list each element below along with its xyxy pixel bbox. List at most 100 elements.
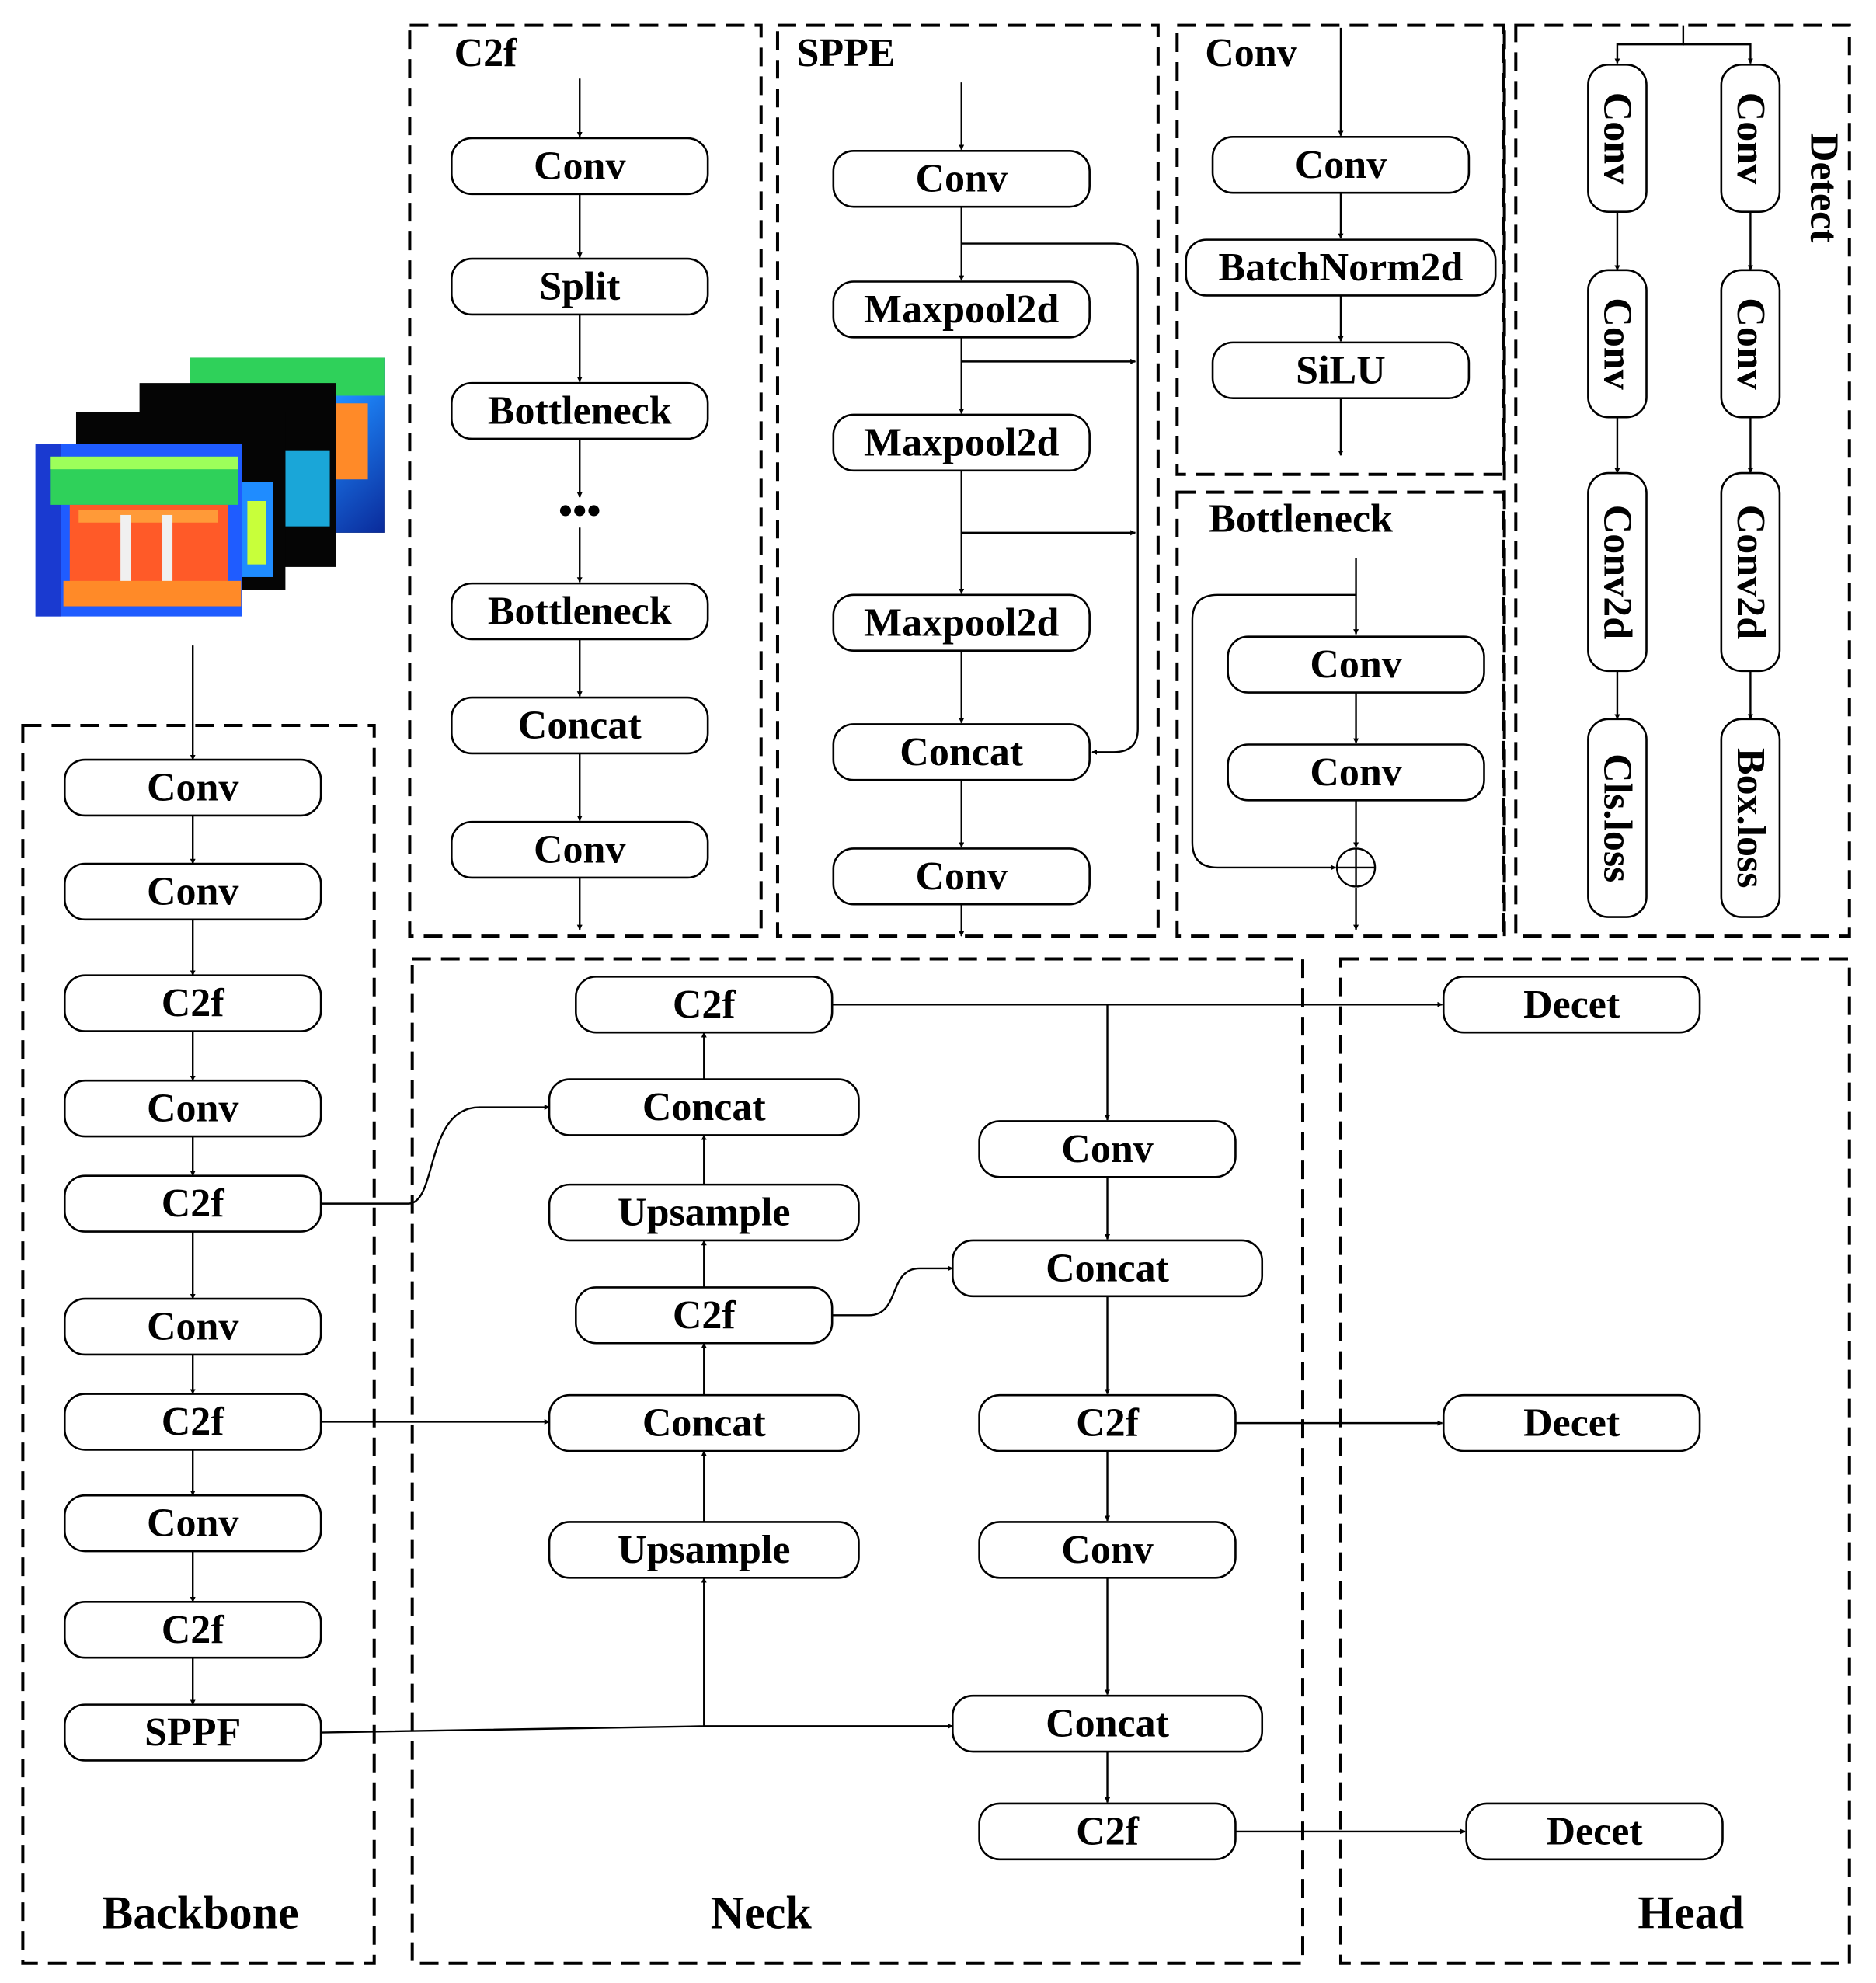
c2f-node-conv-6-box (451, 820, 709, 879)
head-frame (1338, 957, 1851, 1965)
backbone-c2f-to-upper-concat (321, 1105, 550, 1205)
sppe-node-concat-4: Concat (900, 730, 1024, 774)
backbone-node-c2f-6-box (63, 1393, 322, 1451)
detect-right-box-loss-3: Box.loss (1728, 748, 1773, 889)
c2f-node-conv-0-box (451, 137, 709, 196)
sppe-node-maxpool2d-1-box (832, 280, 1091, 339)
residual-add-cross (1337, 848, 1376, 887)
backbone-node-sppf-9-box (63, 1703, 322, 1762)
neck-left-concat-1: Concat (642, 1085, 767, 1129)
head-node-decet-1: Decet (1523, 1401, 1620, 1446)
bottleneck-node-conv-0-box (1227, 635, 1485, 694)
backbone-node-c2f-4: C2f (162, 1181, 225, 1226)
conv-node-batchnorm2d: BatchNorm2d (1219, 245, 1464, 290)
c2f-section-title: C2f (454, 31, 518, 75)
neck-right-c2f-2-box (978, 1393, 1237, 1452)
head-node-decet-0-box (1442, 976, 1701, 1034)
thermal-image-stack (35, 357, 385, 617)
sppe-frame (775, 23, 1160, 938)
backbone-node-conv-3-box (63, 1079, 322, 1138)
backbone-node-sppf-9: SPPF (144, 1710, 241, 1755)
detect-left-conv-1: Conv (1595, 297, 1639, 389)
sppe-node-maxpool2d-2: Maxpool2d (864, 420, 1059, 464)
head-node-decet-1-box (1442, 1393, 1701, 1452)
neck-left-concat-4-box (548, 1393, 860, 1452)
neck-left-c2f-3-box (575, 1286, 834, 1345)
detect-frame (1514, 23, 1851, 938)
detect-right-conv2d-2: Conv2d (1728, 505, 1773, 639)
sppe-node-maxpool2d-3: Maxpool2d (864, 600, 1059, 645)
backbone-node-conv-3: Conv (147, 1087, 238, 1131)
section-frames (21, 23, 1851, 1965)
neck-left-concat-1-box (548, 1078, 860, 1136)
sppe-node-conv-5: Conv (915, 854, 1007, 899)
neck-left-upsample-5: Upsample (618, 1528, 790, 1572)
neck-right-concat-4: Concat (1046, 1702, 1170, 1746)
bottleneck-frame (1175, 490, 1505, 938)
neck-left-c2f-3: C2f (673, 1293, 736, 1338)
head-node-decet-2-box (1465, 1802, 1724, 1861)
conv-node-silu-box (1211, 341, 1471, 400)
backbone-node-conv-5-box (63, 1297, 322, 1356)
neck-frame (410, 957, 1304, 1965)
c2f-frame (408, 23, 763, 938)
c2f-node-split-1: Split (539, 265, 621, 309)
backbone-node-c2f-2: C2f (162, 981, 225, 1025)
backbone-node-c2f-6: C2f (162, 1400, 225, 1444)
c2f-ellipsis: ••• (559, 489, 601, 534)
detect-right-box-loss-3-box (1720, 718, 1781, 918)
connector-lines (190, 25, 1753, 1835)
c2f-node-bottleneck-2: Bottleneck (488, 389, 672, 433)
detect-right-conv-0: Conv (1728, 92, 1773, 184)
sppe-node-maxpool2d-1: Maxpool2d (864, 287, 1059, 332)
head-node-decet-2: Decet (1547, 1809, 1644, 1853)
conv-section-title: Conv (1205, 31, 1296, 75)
bottleneck-node-conv-1: Conv (1310, 750, 1401, 795)
backbone-frame (21, 724, 376, 1965)
neck-right-concat-1-box (952, 1239, 1264, 1298)
detect-right-conv-0-box (1720, 63, 1781, 213)
detect-split-right (1683, 43, 1753, 64)
c2f-node-bottleneck-2-box (451, 381, 709, 440)
thermal-image-front (35, 444, 242, 617)
backbone-node-c2f-2-box (63, 974, 322, 1032)
bottleneck-node-conv-0: Conv (1310, 642, 1401, 687)
sppe-section-title: SPPE (796, 31, 895, 75)
sppe-skip-line (961, 242, 1139, 755)
detect-right-conv-1-box (1720, 269, 1781, 419)
top-c2f-to-conv (832, 1004, 1111, 1121)
backbone-node-c2f-8-box (63, 1601, 322, 1659)
neck-right-c2f-5-box (978, 1802, 1237, 1861)
sppe-node-conv-0: Conv (915, 157, 1007, 201)
sppe-node-maxpool2d-2-box (832, 413, 1091, 472)
neck-right-concat-1: Concat (1046, 1246, 1170, 1290)
backbone-section-title: Backbone (102, 1887, 298, 1938)
sppe-node-concat-4-box (832, 723, 1091, 781)
neck-section-title: Neck (711, 1887, 813, 1938)
neck-right-c2f-2: C2f (1076, 1401, 1140, 1446)
neck-left-upsample-5-box (548, 1521, 860, 1579)
detect-right-conv2d-2-box (1720, 471, 1781, 673)
neck-right-c2f-5: C2f (1076, 1809, 1140, 1853)
neck-right-conv-3-box (978, 1521, 1237, 1579)
detect-left-conv-0: Conv (1595, 92, 1639, 184)
bottleneck-section-title: Bottleneck (1209, 496, 1393, 541)
sppe-node-conv-5-box (832, 847, 1091, 906)
neck-right-concat-4-box (952, 1694, 1264, 1753)
bottleneck-skip-line (1191, 593, 1356, 871)
backbone-node-c2f-4-box (63, 1174, 322, 1233)
head-section-title: Head (1638, 1887, 1744, 1938)
neck-right-conv-0-box (978, 1120, 1237, 1178)
neck-right-conv-3: Conv (1061, 1528, 1153, 1572)
conv-node-silu: SiLU (1296, 348, 1386, 392)
conv-node-batchnorm2d-box (1185, 238, 1497, 297)
backbone-node-conv-1: Conv (147, 869, 238, 913)
backbone-node-conv-1-box (63, 862, 322, 921)
conv-node-conv: Conv (1295, 143, 1387, 187)
backbone-node-conv-7: Conv (147, 1501, 238, 1546)
backbone-node-conv-7-box (63, 1494, 322, 1553)
detect-left-conv-1-box (1587, 269, 1648, 419)
detect-left-conv-0-box (1587, 63, 1648, 213)
